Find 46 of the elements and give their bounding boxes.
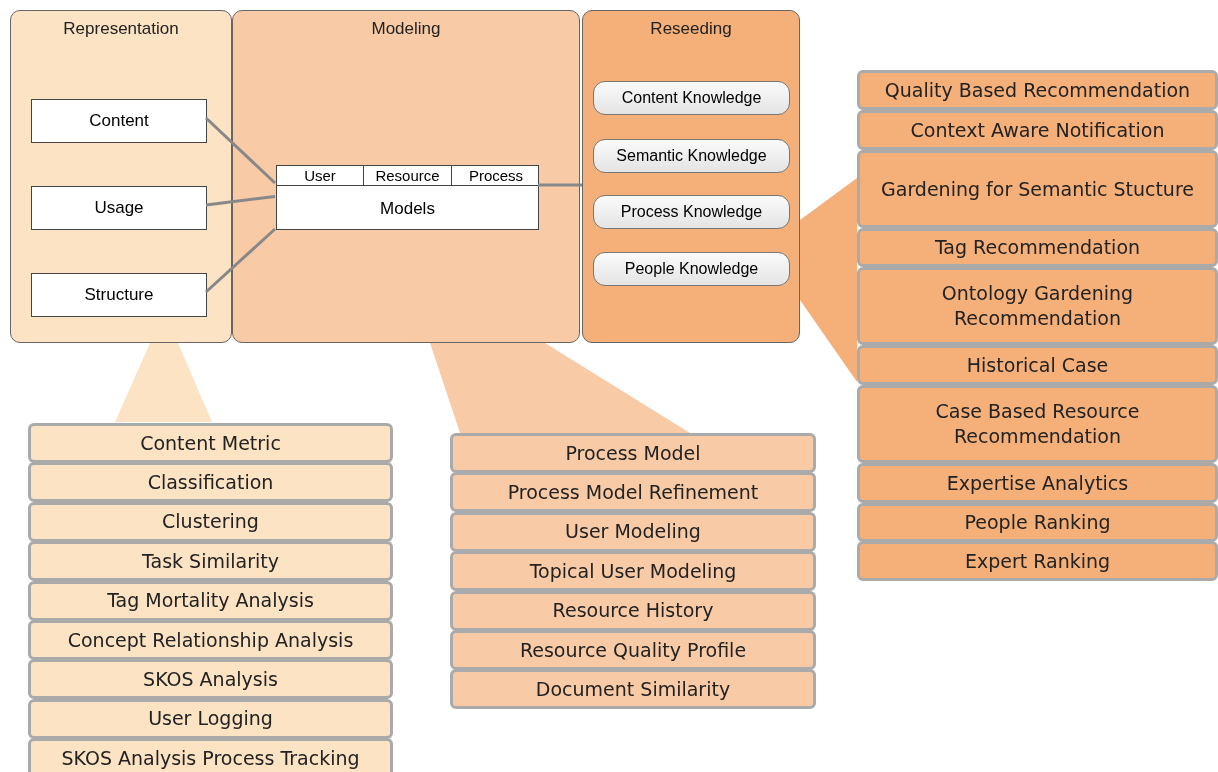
callout-wedge bbox=[430, 343, 690, 433]
list-item-box: Resource History bbox=[450, 590, 816, 631]
list-item-box: Expert Ranking bbox=[857, 541, 1218, 581]
list-item-box: Document Similarity bbox=[450, 669, 816, 710]
list-item-box: Quality Based Recommendation bbox=[857, 70, 1218, 110]
panel-title: Reseeding bbox=[649, 19, 733, 39]
knowledge-pill: People Knowledge bbox=[593, 252, 790, 286]
input-box: Structure bbox=[31, 273, 207, 317]
list-item-box: Expertise Analytics bbox=[857, 463, 1218, 503]
list-item-box: Context Aware Notification bbox=[857, 110, 1218, 150]
list-item-box: SKOS Analysis bbox=[28, 659, 393, 700]
list-item-box: Tag Mortality Analysis bbox=[28, 580, 393, 621]
knowledge-pill: Process Knowledge bbox=[593, 195, 790, 229]
list-item-box: Process Model bbox=[450, 433, 816, 473]
list-item-box: Task Similarity bbox=[28, 541, 393, 582]
list-item-box: Clustering bbox=[28, 501, 393, 542]
list-item-box: Historical Case bbox=[857, 345, 1218, 385]
connector-line bbox=[205, 195, 276, 207]
models-table bbox=[276, 165, 539, 230]
list-item-box: Classification bbox=[28, 462, 393, 503]
header-cell: User bbox=[277, 166, 364, 186]
callout-wedge bbox=[115, 343, 212, 422]
list-item-box: SKOS Analysis Process Tracking bbox=[28, 738, 393, 772]
callout-wedge bbox=[800, 178, 857, 382]
list-item-box: Case Based Resource Recommendation bbox=[857, 385, 1218, 463]
list-item-box: Resource Quality Profile bbox=[450, 630, 816, 670]
header-cell: Process bbox=[452, 166, 540, 186]
header-cell: Resource bbox=[364, 166, 452, 186]
panel bbox=[10, 10, 232, 343]
list-item-box: Topical User Modeling bbox=[450, 551, 816, 592]
panel-title: Representation bbox=[62, 19, 180, 39]
panel-title: Modeling bbox=[370, 19, 442, 39]
list-item-box: Concept Relationship Analysis bbox=[28, 620, 393, 660]
table-label: Models bbox=[379, 197, 436, 220]
list-item-box: User Logging bbox=[28, 698, 393, 739]
list-item-box: Process Model Refinement bbox=[450, 472, 816, 513]
input-box: Content bbox=[31, 99, 207, 143]
connector-line bbox=[205, 227, 276, 294]
knowledge-pill: Content Knowledge bbox=[593, 81, 790, 115]
knowledge-pill: Semantic Knowledge bbox=[593, 139, 790, 173]
panel bbox=[232, 10, 580, 343]
list-item-box: People Ranking bbox=[857, 503, 1218, 542]
list-item-box: Tag Recommendation bbox=[857, 228, 1218, 267]
input-box: Usage bbox=[31, 186, 207, 230]
list-item-box: User Modeling bbox=[450, 511, 816, 552]
list-item-box: Content Metric bbox=[28, 423, 393, 463]
